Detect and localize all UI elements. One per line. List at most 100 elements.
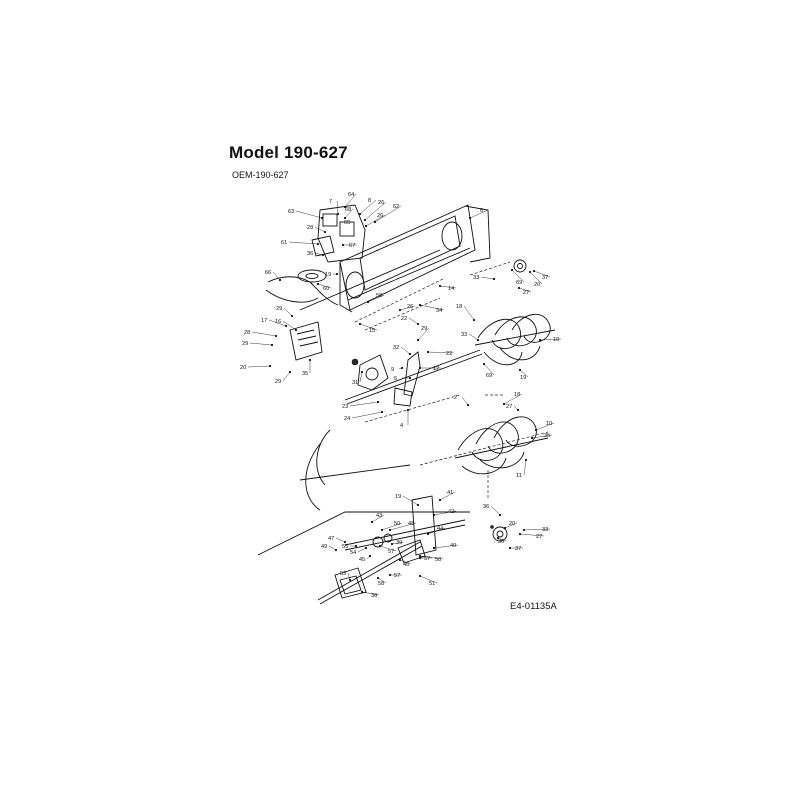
callout-leader bbox=[504, 522, 518, 529]
callout-dot bbox=[400, 366, 404, 370]
callout-leader bbox=[367, 294, 385, 303]
callout-dot bbox=[341, 243, 345, 247]
callout-dot bbox=[364, 224, 368, 228]
callout-dot bbox=[368, 554, 372, 558]
callout-dot bbox=[468, 216, 472, 220]
callout-number: 42 bbox=[448, 509, 454, 515]
callout-number: 34 bbox=[436, 308, 442, 314]
callout-number: 36 bbox=[307, 251, 313, 257]
callout-number: 66 bbox=[265, 270, 271, 276]
callout-dot bbox=[476, 338, 480, 342]
callout-leader bbox=[519, 533, 545, 537]
auger-shaft bbox=[344, 349, 483, 405]
callout-number: 41 bbox=[447, 490, 453, 496]
callout-dot bbox=[308, 358, 312, 362]
callout-number: 28 bbox=[307, 225, 313, 231]
callout-leader bbox=[408, 317, 419, 325]
gear-case bbox=[351, 351, 421, 407]
pulley-belt bbox=[265, 269, 339, 306]
callout-number: 19 bbox=[520, 375, 526, 381]
callout-dot bbox=[343, 216, 347, 220]
callout-dot bbox=[363, 218, 367, 222]
callout-number: 51 bbox=[429, 581, 435, 587]
callout-number: 19 bbox=[325, 272, 331, 278]
callout-dot bbox=[358, 212, 362, 216]
callout-number: 64 bbox=[348, 192, 354, 198]
callout-leader bbox=[511, 269, 525, 283]
impeller-shaft-assembly bbox=[317, 495, 466, 605]
callout-number: 57 bbox=[388, 549, 394, 555]
callout-number: 18 bbox=[514, 392, 520, 398]
callout-leader bbox=[379, 545, 397, 552]
callout-leader bbox=[419, 304, 445, 311]
callout-number: 33 bbox=[461, 332, 467, 338]
callout-number: 28 bbox=[244, 330, 250, 336]
callout-dot bbox=[366, 300, 370, 304]
callout-leader bbox=[391, 541, 405, 545]
callout-dot bbox=[492, 277, 496, 281]
callout-dot bbox=[524, 458, 528, 462]
callout-dot bbox=[418, 303, 422, 307]
callout-leader bbox=[268, 319, 287, 327]
callout-dot bbox=[472, 318, 476, 322]
callout-dot bbox=[530, 436, 534, 440]
callout-number: 35 bbox=[544, 433, 550, 439]
callout-number: 29 bbox=[275, 379, 281, 385]
callout-number: 5 bbox=[394, 376, 397, 382]
callout-leader bbox=[377, 577, 387, 584]
callout-leader bbox=[433, 510, 457, 516]
callout-number: 63 bbox=[288, 209, 294, 215]
callout-dot bbox=[388, 528, 392, 532]
callout-number: 67 bbox=[349, 243, 355, 249]
callout-number: 20 bbox=[509, 521, 515, 527]
callout-leader bbox=[374, 205, 402, 223]
callout-dot bbox=[534, 428, 538, 432]
callout-number: 24 bbox=[344, 416, 350, 422]
callout-leader bbox=[344, 208, 354, 219]
callout-number: 23 bbox=[342, 404, 348, 410]
callout-leader bbox=[399, 559, 412, 565]
callout-number: 6 bbox=[480, 208, 483, 214]
callout-number: 69 bbox=[516, 280, 522, 286]
callout-number: 36 bbox=[483, 504, 489, 510]
callout-leader bbox=[539, 338, 562, 341]
callout-dot bbox=[510, 268, 514, 272]
callout-number: 12 bbox=[433, 366, 439, 372]
callout-leader bbox=[417, 327, 430, 341]
callout-leader bbox=[335, 537, 346, 543]
callout-leader bbox=[283, 307, 293, 317]
callout-dot bbox=[390, 542, 394, 546]
callout-leader bbox=[361, 591, 380, 596]
callout-leader bbox=[351, 411, 383, 419]
callout-leader bbox=[357, 547, 367, 553]
callout-number: 19 bbox=[395, 494, 401, 500]
callout-leader bbox=[249, 342, 273, 346]
callout-leader bbox=[295, 210, 323, 219]
callout-dot bbox=[290, 314, 294, 318]
callout-leader bbox=[503, 393, 523, 405]
callout-dot bbox=[432, 513, 436, 517]
callout-leader bbox=[468, 333, 479, 341]
callout-dot bbox=[343, 205, 347, 209]
callout-dot bbox=[354, 544, 358, 548]
callout-leader bbox=[389, 522, 417, 531]
callout-dot bbox=[532, 269, 536, 273]
callout-leader bbox=[328, 545, 337, 551]
callout-leader bbox=[317, 283, 332, 289]
callout-dot bbox=[498, 513, 502, 517]
callout-number: 39 bbox=[396, 540, 402, 546]
callout-leader bbox=[349, 401, 379, 407]
callout-dot bbox=[358, 322, 362, 326]
callout-leader bbox=[282, 371, 291, 382]
callout-leader bbox=[519, 369, 529, 378]
callout-number: 30 bbox=[498, 539, 504, 545]
callout-number: 26 bbox=[377, 213, 383, 219]
reference-lines bbox=[257, 249, 549, 556]
callout-number: 43 bbox=[376, 513, 382, 519]
callout-leader bbox=[336, 200, 339, 215]
callout-dot bbox=[516, 408, 520, 412]
callout-dot bbox=[418, 556, 422, 560]
callout-dot bbox=[518, 368, 522, 372]
callout-number: 37 bbox=[542, 275, 548, 281]
